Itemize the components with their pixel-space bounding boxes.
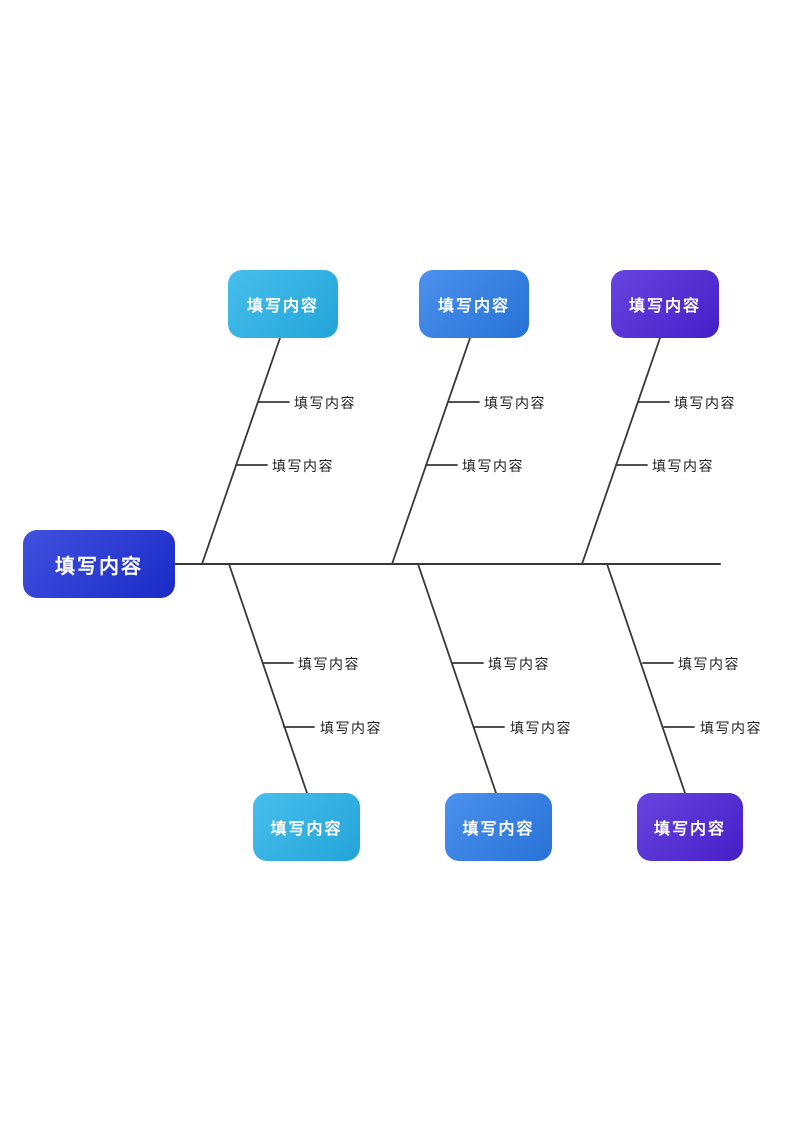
category-node-label: 填写内容 <box>462 821 535 838</box>
category-node-label: 填写内容 <box>437 298 510 315</box>
head-node-label: 填写内容 <box>55 555 143 578</box>
category-node-top-1[interactable]: 填写内容 <box>228 270 338 338</box>
sub-item-label-bottom-1-1[interactable]: 填写内容 <box>298 656 360 672</box>
category-node-label: 填写内容 <box>270 821 343 838</box>
sub-item-label-top-3-2[interactable]: 填写内容 <box>652 458 714 474</box>
branch-line-bottom-1 <box>228 563 308 794</box>
branch-line-top-2 <box>391 337 471 565</box>
sub-item-label-top-1-2[interactable]: 填写内容 <box>272 458 334 474</box>
sub-item-label-top-2-1[interactable]: 填写内容 <box>484 395 546 411</box>
sub-item-label-top-1-1[interactable]: 填写内容 <box>294 395 356 411</box>
sub-item-label-top-3-1[interactable]: 填写内容 <box>674 395 736 411</box>
category-node-top-3[interactable]: 填写内容 <box>611 270 719 338</box>
branch-line-bottom-2 <box>417 563 497 794</box>
category-node-bottom-3[interactable]: 填写内容 <box>637 793 743 861</box>
category-node-label: 填写内容 <box>628 298 701 315</box>
branch-line-top-1 <box>201 337 281 565</box>
category-node-bottom-1[interactable]: 填写内容 <box>253 793 360 861</box>
category-node-bottom-2[interactable]: 填写内容 <box>445 793 552 861</box>
branch-line-top-3 <box>581 337 661 565</box>
sub-item-label-bottom-3-1[interactable]: 填写内容 <box>678 656 740 672</box>
sub-item-label-bottom-1-2[interactable]: 填写内容 <box>320 720 382 736</box>
sub-item-label-bottom-3-2[interactable]: 填写内容 <box>700 720 762 736</box>
branch-line-bottom-3 <box>606 563 686 794</box>
category-node-top-2[interactable]: 填写内容 <box>419 270 529 338</box>
sub-item-label-bottom-2-2[interactable]: 填写内容 <box>510 720 572 736</box>
sub-item-label-bottom-2-1[interactable]: 填写内容 <box>488 656 550 672</box>
sub-item-label-top-2-2[interactable]: 填写内容 <box>462 458 524 474</box>
category-node-label: 填写内容 <box>246 298 319 315</box>
head-node[interactable]: 填写内容 <box>23 530 175 598</box>
category-node-label: 填写内容 <box>653 821 726 838</box>
